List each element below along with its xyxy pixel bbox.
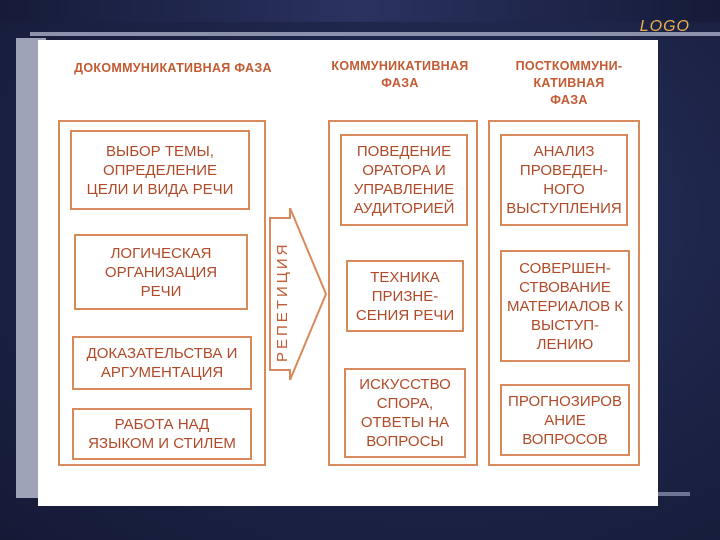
phase-title-comm: КОММУНИКАТИВНАЯ ФАЗА [331, 59, 469, 90]
box-language-style: РАБОТА НАД ЯЗЫКОМ И СТИЛЕМ [72, 408, 252, 460]
box-material-improvement: СОВЕРШЕН- СТВОВАНИЕ МАТЕРИАЛОВ К ВЫСТУП-… [500, 250, 630, 362]
phase-title-post: ПОСТКОММУНИ- КАТИВНАЯ ФАЗА [515, 59, 623, 107]
top-decor-band [0, 0, 720, 22]
diagram-canvas: ДОКОММУНИКАТИВНАЯ ФАЗА КОММУНИКАТИВНАЯ Ф… [38, 40, 658, 506]
panel-comm [328, 120, 478, 466]
phase-title-pre: ДОКОММУНИКАТИВНАЯ ФАЗА [74, 61, 272, 75]
panel-pre [58, 120, 266, 466]
panel-post [488, 120, 640, 466]
box-question-forecast: ПРОГНОЗИРОВ АНИЕ ВОПРОСОВ [500, 384, 630, 456]
box-topic-selection: ВЫБОР ТЕМЫ, ОПРЕДЕЛЕНИЕ ЦЕЛИ И ВИДА РЕЧИ [70, 130, 250, 210]
box-art-of-argument: ИСКУССТВО СПОРА, ОТВЕТЫ НА ВОПРОСЫ [344, 368, 466, 458]
top-decor-stripe [30, 32, 720, 36]
logo-text: LOGO [639, 18, 690, 35]
box-speaker-behavior: ПОВЕДЕНИЕ ОРАТОРА И УПРАВЛЕНИЕ АУДИТОРИЕ… [340, 134, 468, 226]
box-delivery-technique: ТЕХНИКА ПРИЗНЕ- СЕНИЯ РЕЧИ [346, 260, 464, 332]
repetition-arrow-icon [269, 208, 328, 380]
box-speech-analysis: АНАЛИЗ ПРОВЕДЕН- НОГО ВЫСТУПЛЕНИЯ [500, 134, 628, 226]
repetition-label: РЕПЕТИЦИЯ [274, 241, 291, 362]
box-evidence-argumentation: ДОКАЗАТЕЛЬСТВА И АРГУМЕНТАЦИЯ [72, 336, 252, 390]
box-logical-organization: ЛОГИЧЕСКАЯ ОРГАНИЗАЦИЯ РЕЧИ [74, 234, 248, 310]
